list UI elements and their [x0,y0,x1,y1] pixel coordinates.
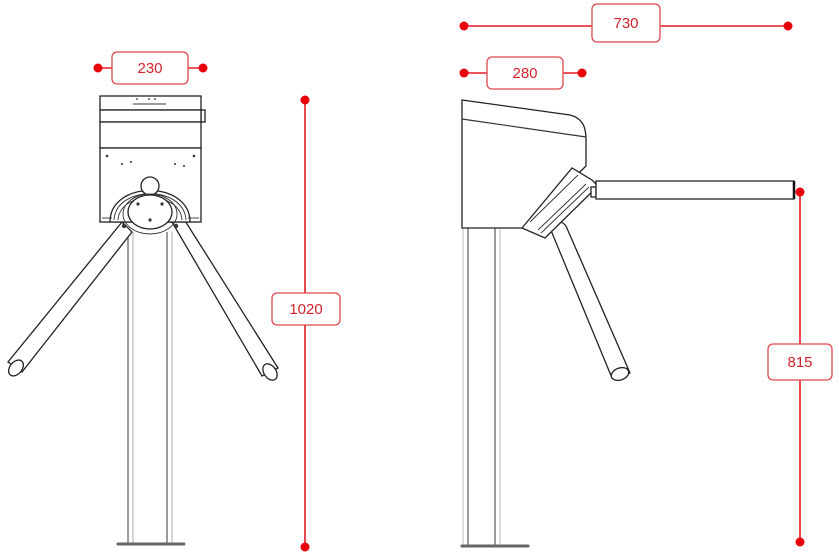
side-post [460,227,530,548]
dimension-side-arm-height: 815 [767,187,833,547]
front-head [99,95,206,235]
front-arm-right [171,215,279,381]
dimension-label-730: 730 [613,15,638,32]
dimension-label-280: 280 [512,65,537,82]
side-head [461,99,599,239]
dimension-side-depth: 730 [459,3,793,43]
dimension-front-height: 1020 [271,95,341,552]
front-arm-left [7,221,133,377]
dimension-label-230: 230 [137,60,162,77]
side-arm-horizontal [590,180,796,200]
front-post [116,232,186,546]
dimension-label-1020: 1020 [289,301,322,318]
side-view [460,99,796,548]
side-arm-lower [549,221,631,382]
dimension-label-815: 815 [787,354,812,371]
front-view [7,95,279,546]
dimension-side-head-depth: 280 [459,56,587,90]
dimension-front-width: 230 [93,51,208,85]
